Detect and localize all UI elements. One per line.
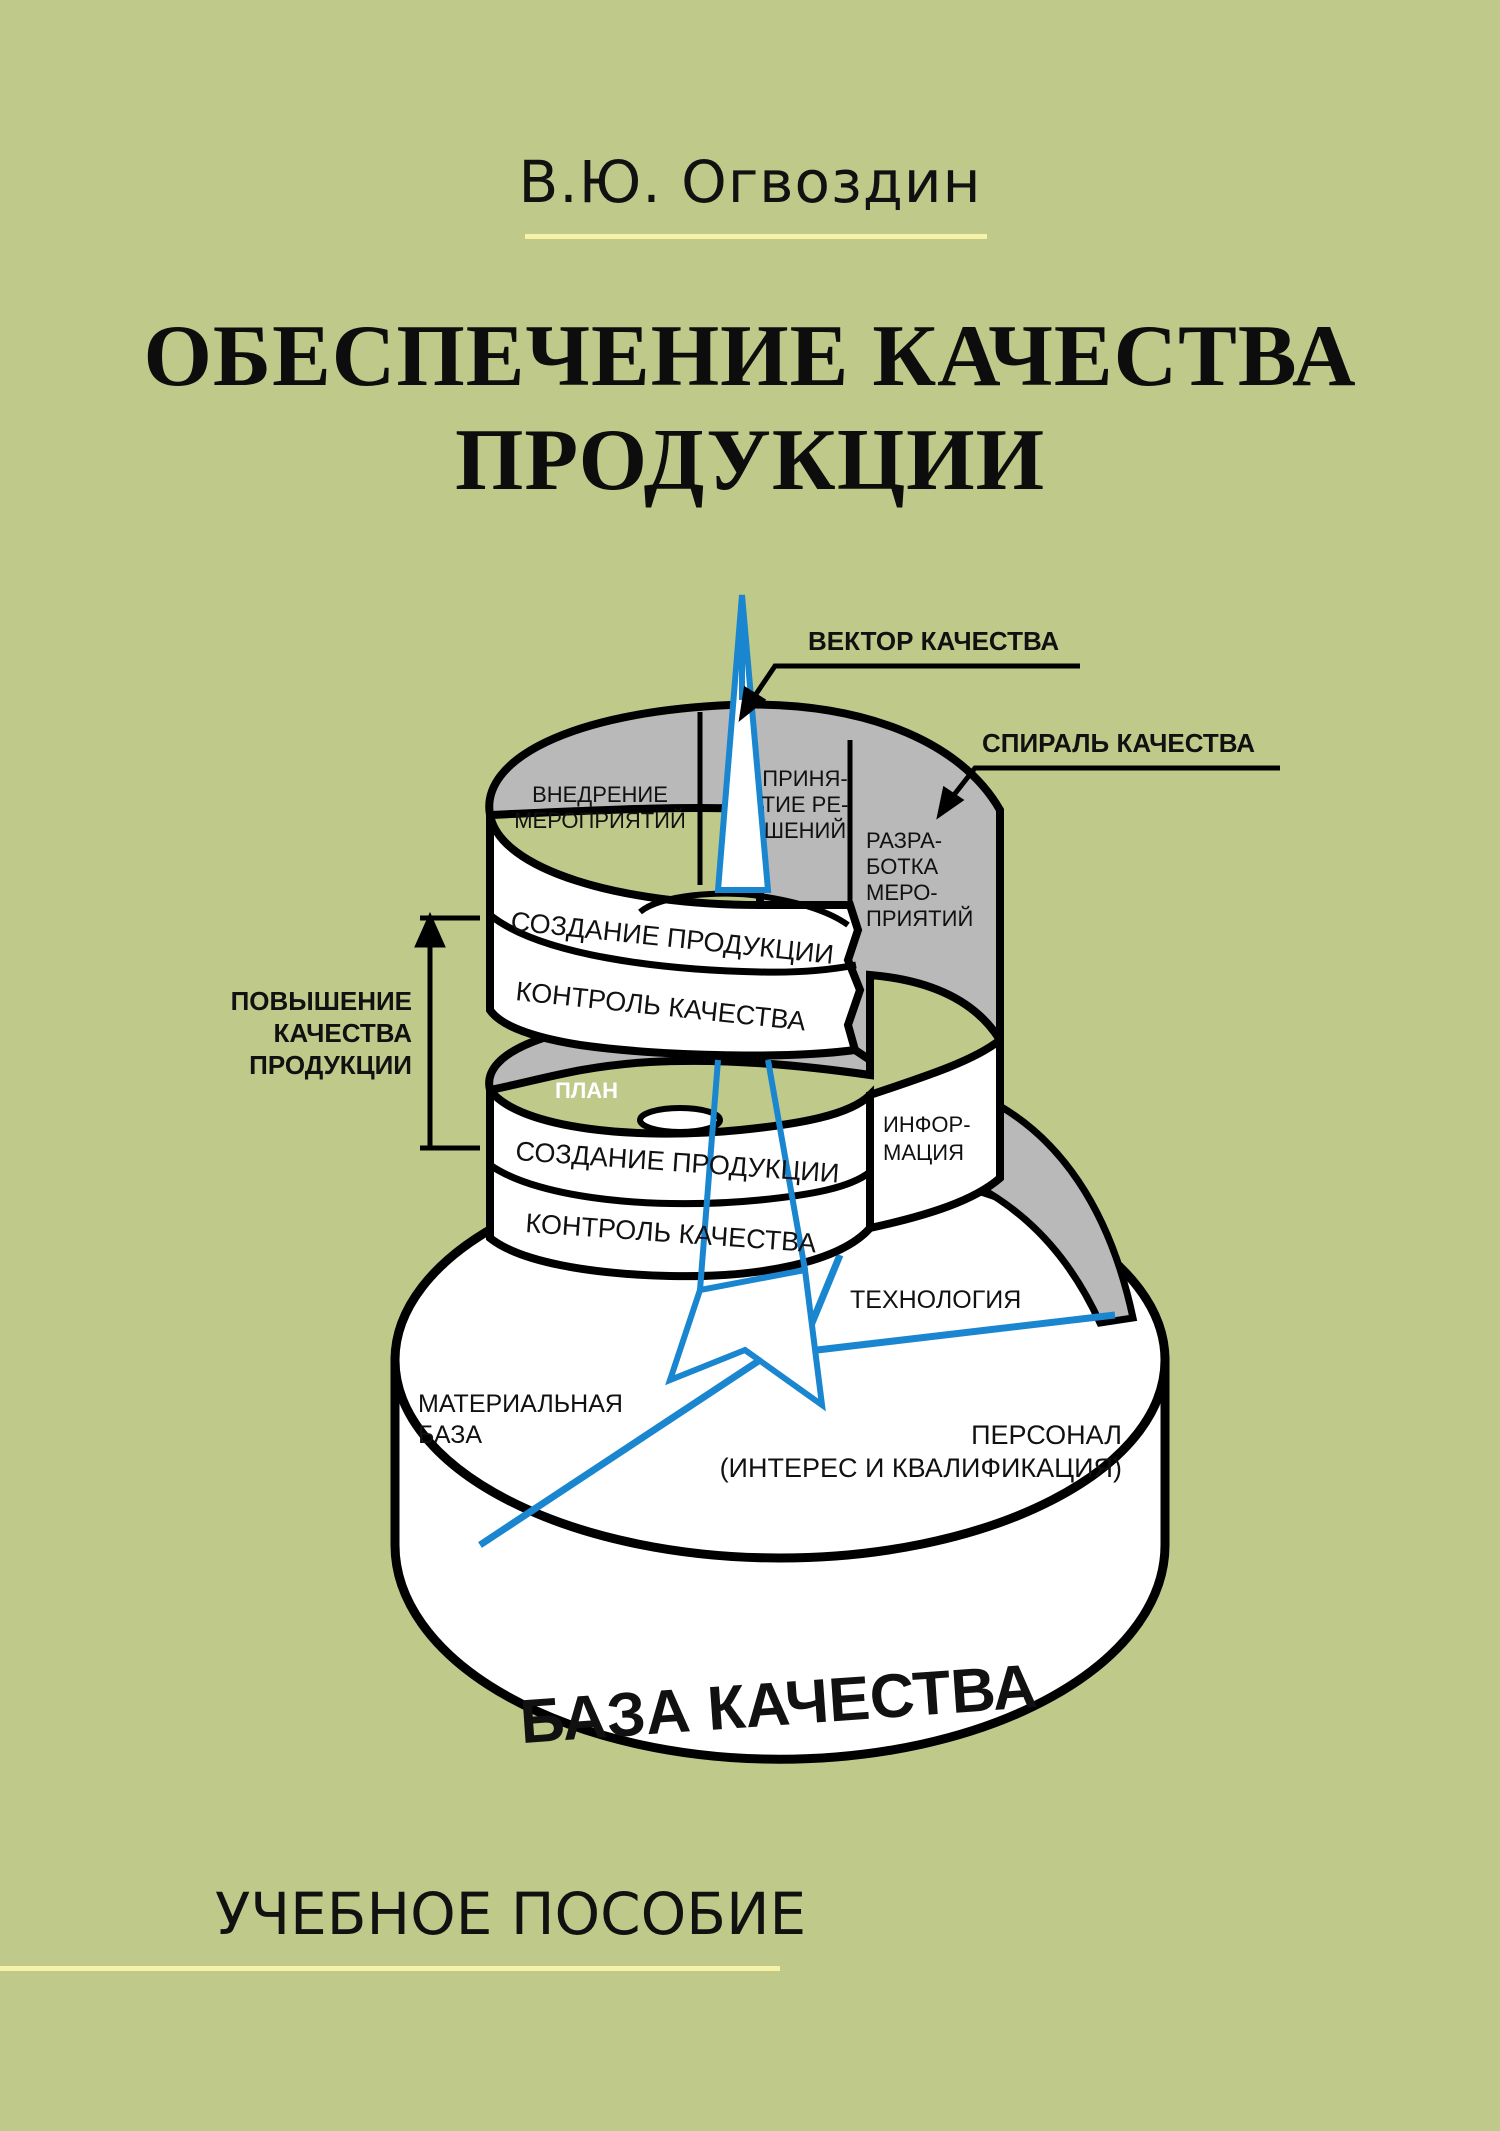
implementation-label-2: МЕРОПРИЯТИЙ <box>514 808 686 833</box>
decision-label-3: ШЕНИЙ <box>764 818 846 843</box>
bottom-rule <box>0 1966 780 1971</box>
personnel-label-2: (ИНТЕРЕС И КВАЛИФИКАЦИЯ) <box>720 1453 1122 1483</box>
callout-lines <box>414 663 1280 1151</box>
material-label-2: БАЗА <box>418 1421 482 1449</box>
book-title: ОБЕСПЕЧЕНИЕ КАЧЕСТВА ПРОДУКЦИИ <box>0 305 1500 513</box>
decision-label-2: ТИЕ РЕ- <box>762 792 849 817</box>
info-label-1: ИНФОР- <box>883 1112 971 1137</box>
improvement-label-2: КАЧЕСТВА <box>273 1018 412 1048</box>
decision-label-1: ПРИНЯ- <box>762 766 847 791</box>
info-label-2: МАЦИЯ <box>883 1140 964 1165</box>
development-label-4: ПРИЯТИЙ <box>866 906 973 931</box>
development-label-2: БОТКА <box>866 854 939 879</box>
improvement-label-3: ПРОДУКЦИИ <box>249 1050 412 1080</box>
development-label-1: РАЗРА- <box>866 828 942 853</box>
spiral-label: СПИРАЛЬ КАЧЕСТВА <box>982 728 1255 758</box>
title-line-2: ПРОДУКЦИИ <box>454 412 1046 509</box>
development-label-3: МЕРО- <box>866 880 938 905</box>
author-underline <box>525 234 987 239</box>
implementation-label-1: ВНЕДРЕНИЕ <box>532 782 668 807</box>
improvement-label-1: ПОВЫШЕНИЕ <box>231 986 412 1016</box>
vector-label: ВЕКТОР КАЧЕСТВА <box>808 626 1059 656</box>
technology-label: ТЕХНОЛОГИЯ <box>850 1286 1021 1314</box>
plan-label: ПЛАН <box>555 1078 618 1103</box>
title-line-1: ОБЕСПЕЧЕНИЕ КАЧЕСТВА <box>143 308 1357 405</box>
upper-spiral-ring <box>485 700 1004 1068</box>
material-label-1: МАТЕРИАЛЬНАЯ <box>418 1390 623 1418</box>
book-type-label: УЧЕБНОЕ ПОСОБИЕ <box>215 1880 807 1948</box>
personnel-label-1: ПЕРСОНАЛ <box>971 1420 1122 1450</box>
author-name: В.Ю. Огвоздин <box>518 148 982 216</box>
quality-spiral-diagram: ВЕКТОР КАЧЕСТВА СПИРАЛЬ КАЧЕСТВА ПОВЫШЕН… <box>231 594 1280 1764</box>
quality-vector-arrow <box>665 594 826 1412</box>
